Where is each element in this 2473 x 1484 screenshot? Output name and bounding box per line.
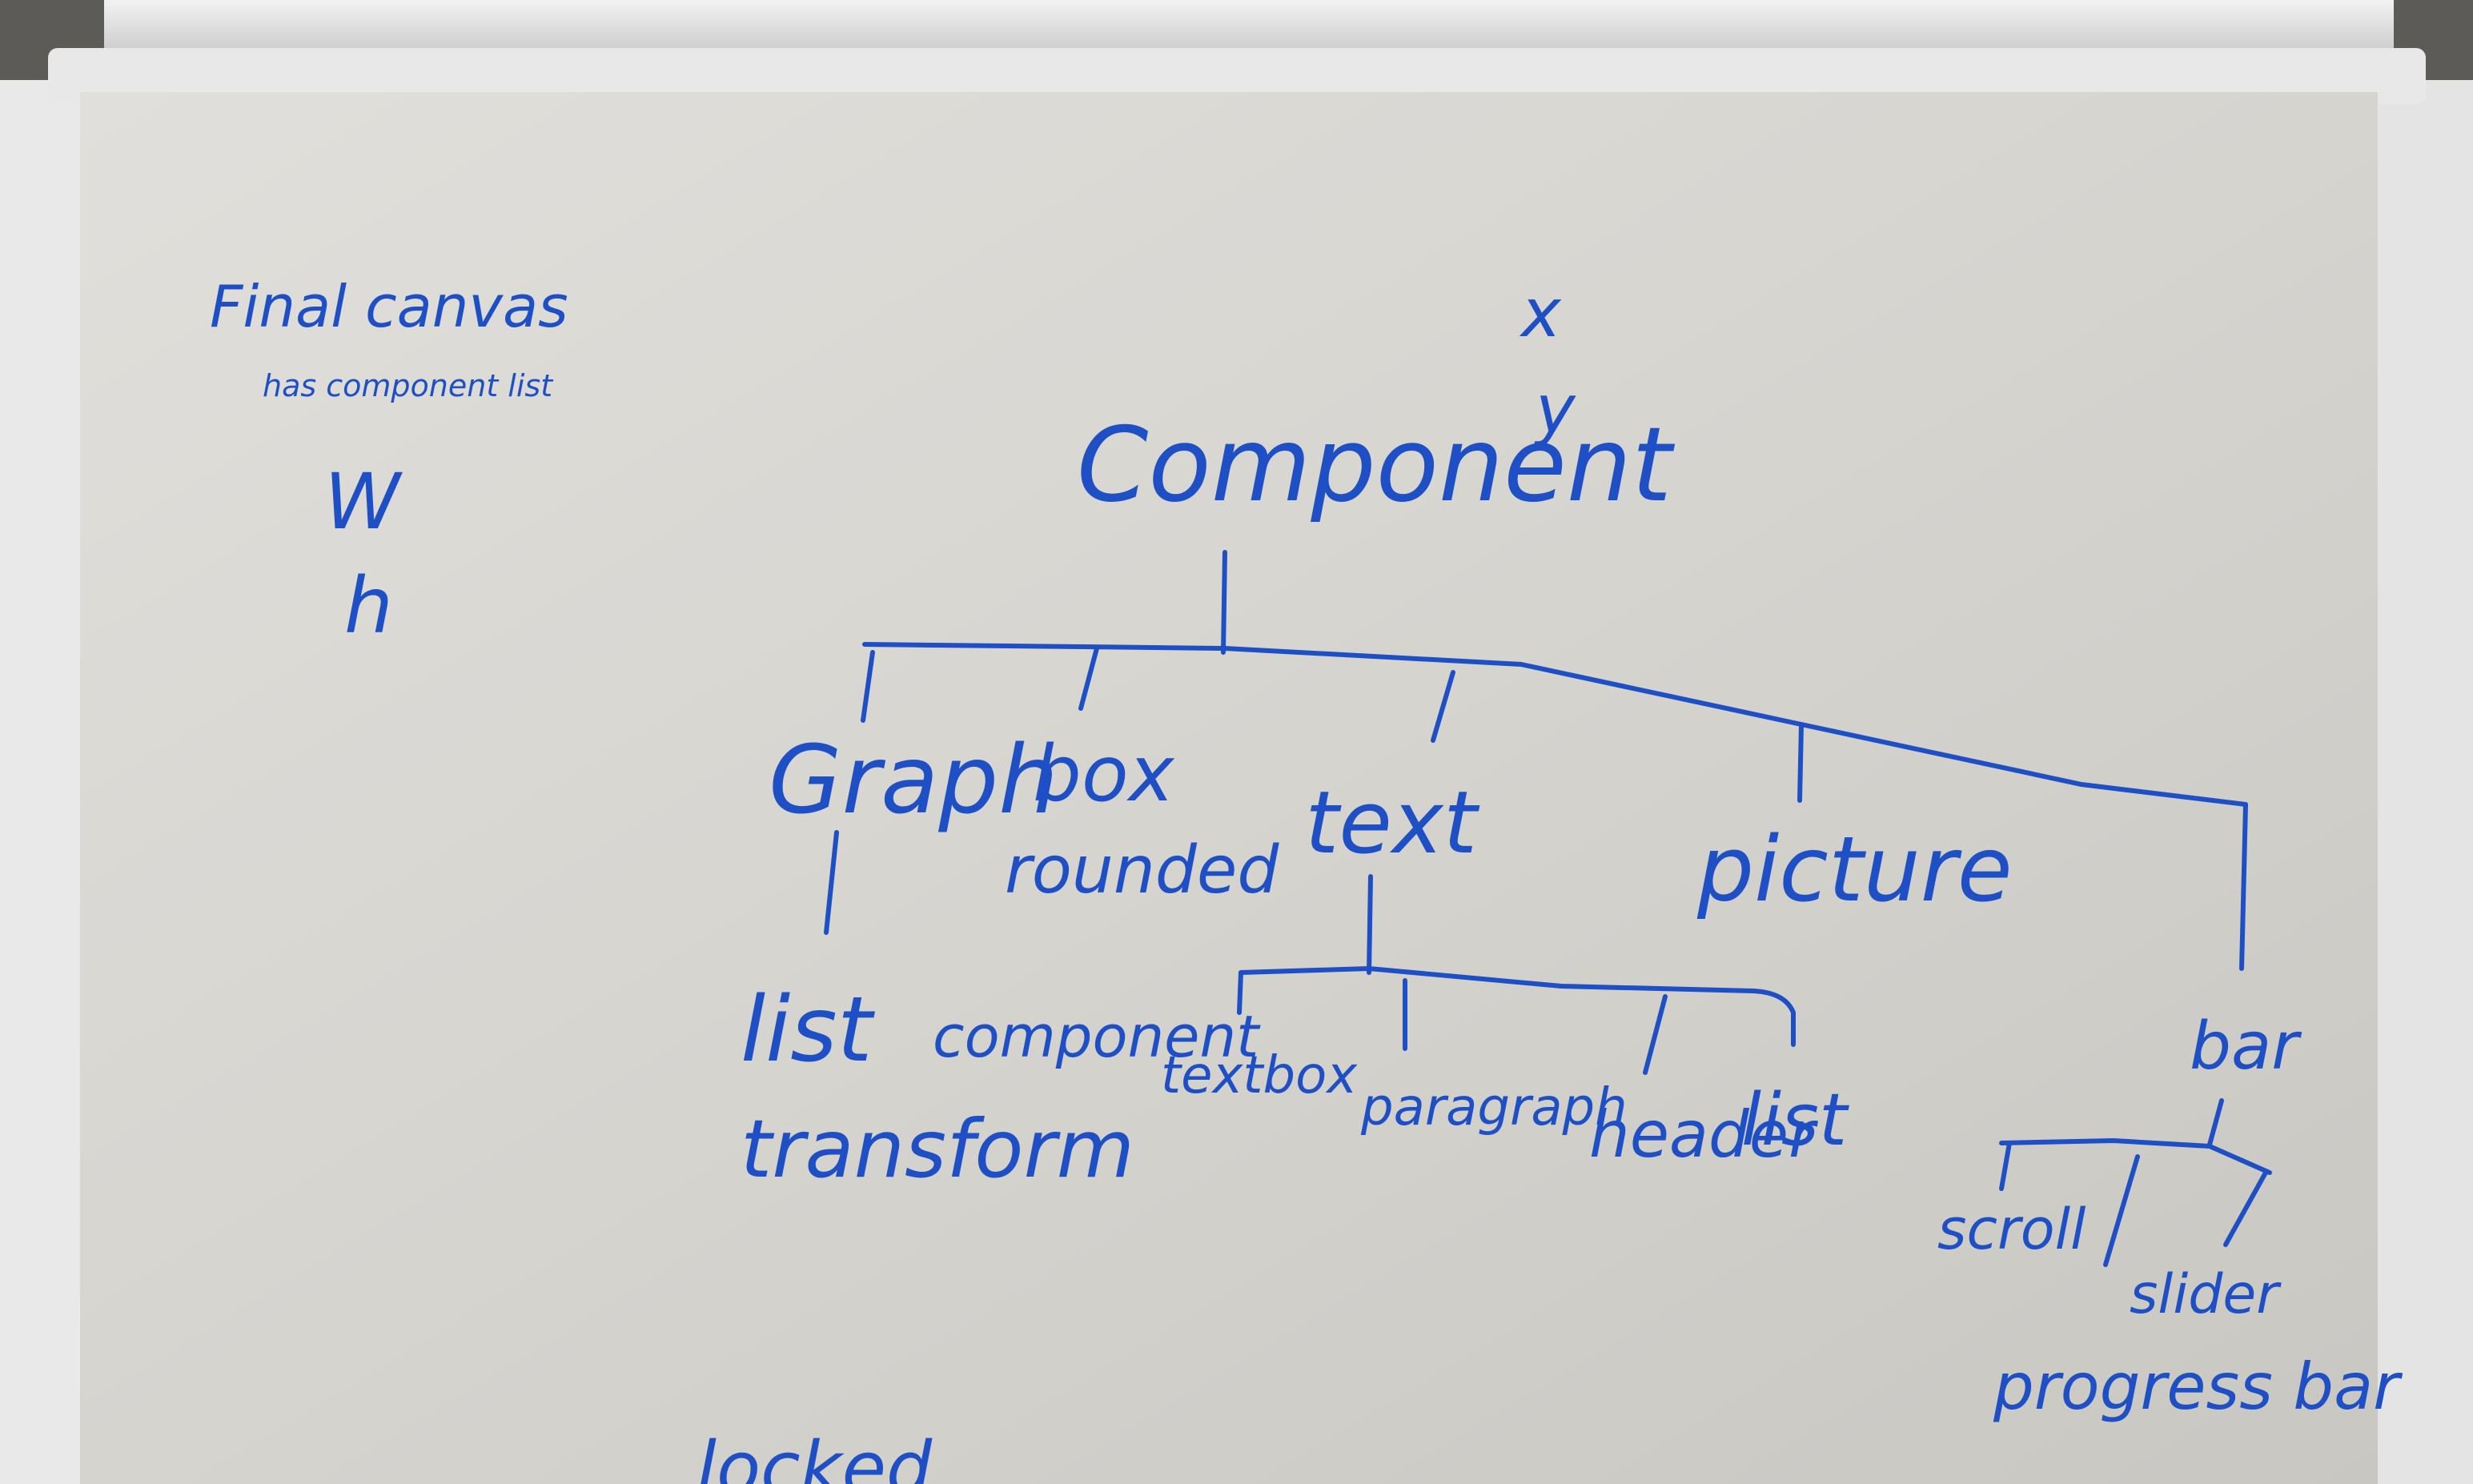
partial-bottom-text: locked xyxy=(697,1426,933,1484)
root-stem xyxy=(1221,550,1227,655)
node-scroll: scroll xyxy=(1937,1197,2086,1262)
node-box: box xyxy=(1033,729,1175,819)
notes-group: Final canvas has component list W h xyxy=(210,273,568,651)
node-box-rounded: rounded xyxy=(1005,832,1279,908)
text-stem xyxy=(1367,874,1373,975)
coords-group: x y xyxy=(1519,274,1576,448)
node-bar: bar xyxy=(2190,1009,2302,1085)
node-transform: transform xyxy=(741,1102,1134,1196)
coord-y: y xyxy=(1533,370,1576,448)
node-paragraph: paragraph xyxy=(1360,1078,1628,1137)
node-text: text xyxy=(1305,773,1480,873)
node-header: header xyxy=(1589,1097,1819,1172)
node-component: Component xyxy=(1077,406,1676,525)
note-width: W xyxy=(324,457,403,547)
branch-header xyxy=(1643,994,1668,1075)
left-frame xyxy=(0,80,88,1484)
tree-connectors xyxy=(824,550,2272,1267)
note-height: h xyxy=(344,561,393,651)
bar-stem xyxy=(2207,1098,2224,1147)
node-progress-bar: progress bar xyxy=(1993,1350,2403,1424)
tree-labels: Component Graph box rounded text picture… xyxy=(741,406,2403,1424)
node-text-list: list xyxy=(1741,1078,1850,1162)
graph-stem xyxy=(824,830,839,935)
node-graph-component: component xyxy=(933,1003,1261,1070)
branch-progress xyxy=(2103,1154,2140,1267)
branch-graph xyxy=(861,650,875,723)
branch-box xyxy=(1078,646,1099,711)
node-textbox: textbox xyxy=(1161,1046,1358,1105)
top-tray xyxy=(104,0,2394,48)
node-slider: slider xyxy=(2130,1263,2282,1326)
note-has-component-list: has component list xyxy=(263,368,554,403)
main-branch xyxy=(862,642,2248,807)
text-branch xyxy=(1239,965,1796,1047)
node-list: list xyxy=(741,978,876,1082)
branch-textbox xyxy=(1237,970,1243,1015)
top-frame xyxy=(48,48,2426,104)
branch-scroll xyxy=(1999,1141,2012,1191)
branch-slider xyxy=(2223,1170,2268,1247)
coord-x: x xyxy=(1519,274,1562,352)
board-surface xyxy=(80,92,2378,1484)
branch-text xyxy=(1431,670,1455,743)
node-graph: Graph xyxy=(769,724,1058,835)
note-final-canvas: Final canvas xyxy=(210,273,568,340)
node-picture: picture xyxy=(1696,818,2013,922)
bar-branch xyxy=(1999,1137,2272,1175)
branch-bar xyxy=(2239,802,2248,971)
right-frame xyxy=(2370,80,2473,1484)
branch-picture xyxy=(1797,722,1804,803)
